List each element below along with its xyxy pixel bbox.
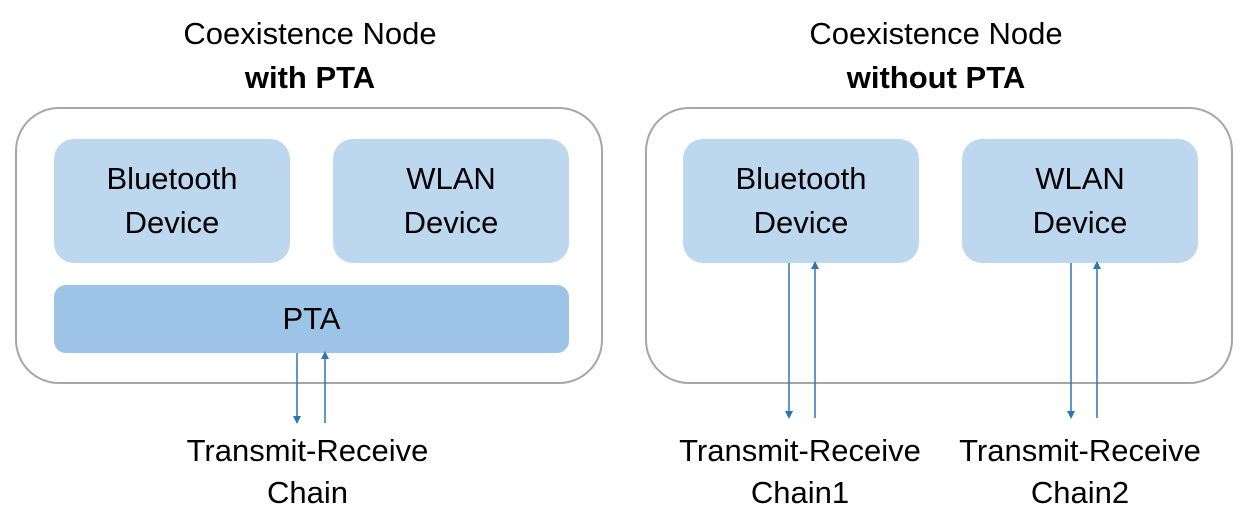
right-bluetooth-line2: Device (753, 205, 849, 240)
left-bluetooth-line1: Bluetooth (106, 161, 238, 196)
left-bluetooth-line2: Device (124, 205, 220, 240)
left-title-line1: Coexistence Node (183, 16, 437, 51)
right-node-title: Coexistence Node without PTA (726, 12, 1146, 100)
left-node-title: Coexistence Node with PTA (100, 12, 520, 100)
right-wlan-line1: WLAN (1035, 161, 1125, 196)
pta-block: PTA (54, 285, 569, 353)
right-chain1-line1: Transmit-Receive (679, 433, 921, 468)
left-title-line2: with PTA (244, 60, 376, 95)
right-title-line1: Coexistence Node (809, 16, 1063, 51)
left-wlan-device: WLAN Device (333, 139, 569, 263)
right-chain2-line2: Chain2 (1030, 475, 1130, 510)
right-wlan-line2: Device (1032, 205, 1128, 240)
right-chain1-line2: Chain1 (750, 475, 850, 510)
right-title-line2: without PTA (846, 60, 1026, 95)
pta-label: PTA (282, 301, 341, 336)
left-chain-line2: Chain (267, 475, 348, 510)
right-wlan-device: WLAN Device (962, 139, 1198, 263)
left-wlan-line1: WLAN (406, 161, 496, 196)
right-chain2-line1: Transmit-Receive (959, 433, 1201, 468)
left-wlan-line2: Device (403, 205, 499, 240)
left-chain-line1: Transmit-Receive (186, 433, 429, 468)
right-bluetooth-line1: Bluetooth (735, 161, 867, 196)
